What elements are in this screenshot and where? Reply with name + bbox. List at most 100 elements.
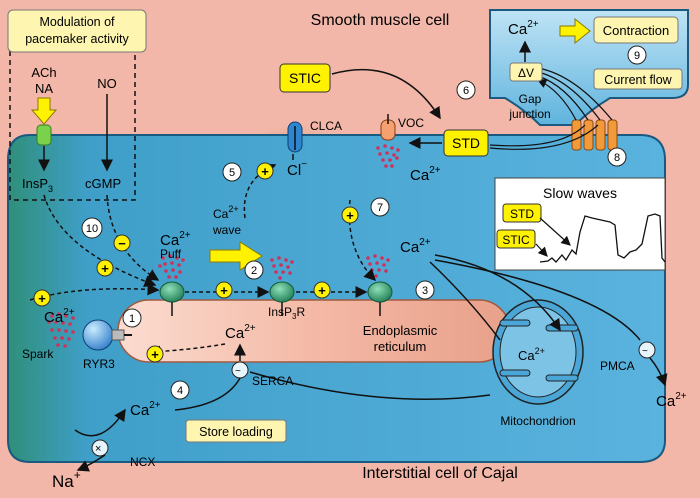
receptor-icon <box>36 124 52 146</box>
gap-junction-channels <box>571 119 618 151</box>
svg-text:+: + <box>101 261 109 276</box>
insp3r-receptors <box>159 281 393 316</box>
current-line-4 <box>537 67 613 121</box>
current-line-3 <box>537 71 601 121</box>
spark-ca-label: Ca2+ <box>44 307 75 326</box>
pacemaker-label-line2: pacemaker activity <box>25 32 129 46</box>
current-line-2 <box>537 75 589 121</box>
serca-label: SERCA <box>252 374 293 388</box>
step-3: 3 <box>422 285 428 297</box>
pmca-pump-icon <box>638 341 656 359</box>
step-2: 2 <box>251 265 257 277</box>
title-smooth-muscle: Smooth muscle cell <box>311 12 450 29</box>
puff-cluster <box>158 254 185 279</box>
std-label: STD <box>452 135 480 151</box>
mitochondrion-label: Mitochondrion <box>500 414 575 428</box>
step-4: 4 <box>177 385 183 397</box>
current-flow-box <box>593 68 683 90</box>
ca-to-pmca-arrow <box>434 259 641 341</box>
current-line-1 <box>536 79 577 121</box>
store-loading-box <box>185 419 287 443</box>
wave-label: wave <box>212 223 241 237</box>
spark-label: Spark <box>22 347 54 361</box>
svg-text:+: + <box>220 283 228 298</box>
step-7: 7 <box>377 202 383 214</box>
er-ca-label: Ca2+ <box>225 323 256 342</box>
ncx-na-arrow <box>76 454 106 472</box>
slow-waves-title: Slow waves <box>543 185 617 201</box>
ryr3-stem <box>111 329 125 341</box>
inset-stic-arrow <box>535 243 548 257</box>
na-ion-label: Na+ <box>52 468 81 491</box>
insp3-label: InsP3 <box>22 176 53 194</box>
ncx-label: NCX <box>130 455 155 469</box>
svg-text:−: − <box>118 236 126 251</box>
stic-label: STIC <box>289 70 321 86</box>
ncx-exchanger-icon <box>91 439 109 457</box>
step-1: 1 <box>129 313 135 325</box>
dv-label: ΔV <box>518 66 534 80</box>
voc-label: VOC <box>398 116 424 130</box>
cgmp-label: cGMP <box>85 176 121 191</box>
pacemaker-label-box <box>7 9 147 53</box>
pacemaker-dashed-box <box>9 44 136 201</box>
puff-label: Puff <box>160 247 182 261</box>
smc-ca-label: Ca2+ <box>508 19 539 38</box>
gap-label-2: junction <box>508 107 550 121</box>
svg-text:+: + <box>261 164 269 179</box>
er-label-2: reticulum <box>374 339 427 354</box>
inset-stic-label: STIC <box>502 233 530 247</box>
na-label: NA <box>35 81 53 96</box>
store-loading-curve <box>174 377 241 411</box>
inset-std-arrow <box>539 217 571 246</box>
pmca-ca-label: Ca2+ <box>656 391 687 410</box>
puff-ca-label: Ca2+ <box>160 230 191 249</box>
ach-label: ACh <box>31 65 56 80</box>
wave-ca-label: Ca2+ <box>213 204 239 221</box>
title-icc: Interstitial cell of Cajal <box>362 465 518 482</box>
stic-box <box>279 63 331 93</box>
ip3r2-cluster <box>270 256 294 280</box>
endoplasmic-reticulum <box>117 299 511 363</box>
no-label: NO <box>97 76 117 91</box>
store-loading-label: Store loading <box>199 425 273 439</box>
agonist-arrow <box>30 97 58 125</box>
mito-to-serca-line <box>249 371 491 400</box>
ncx-symbol: × <box>95 443 101 455</box>
step-5: 5 <box>229 167 235 179</box>
current-flow-label: Current flow <box>604 73 672 87</box>
cytosol-ca-bottom-label: Ca2+ <box>130 400 161 419</box>
contraction-label: Contraction <box>603 23 669 38</box>
dv-box <box>509 62 543 82</box>
spark-cluster <box>47 312 75 348</box>
step-10: 10 <box>86 223 98 235</box>
pacemaker-label-line1: Modulation of <box>39 15 115 29</box>
step-8: 8 <box>614 152 620 164</box>
step-6: 6 <box>463 85 469 97</box>
serca-symbol: ~ <box>235 366 241 377</box>
er-label-1: Endoplasmic <box>363 323 438 338</box>
pmca-label: PMCA <box>600 359 635 373</box>
svg-text:+: + <box>151 347 159 362</box>
cytosol-ca-label: Ca2+ <box>400 237 431 256</box>
inset-stic-box <box>496 229 536 249</box>
voc-ca-label: Ca2+ <box>410 165 441 184</box>
inset-std-label: STD <box>510 207 534 221</box>
stic-to-std-arrow <box>331 68 441 120</box>
svg-text:+: + <box>318 283 326 298</box>
std-box <box>443 129 489 157</box>
pmca-out-arrow <box>649 357 668 387</box>
modulator-signs: + + − + + + + + <box>33 162 359 363</box>
inset-std-box <box>502 203 542 223</box>
mito-ca-label: Ca2+ <box>518 346 545 363</box>
mito-cristae <box>499 319 579 382</box>
ncx-ca-arrow <box>74 408 126 437</box>
cl-label: Cl− <box>287 159 307 179</box>
ca-to-mito-arrow-2 <box>429 261 501 341</box>
contraction-arrow <box>559 17 591 45</box>
ryr3-label: RYR3 <box>83 357 115 371</box>
std-to-gap-2 <box>489 124 599 150</box>
contraction-box <box>593 16 679 44</box>
